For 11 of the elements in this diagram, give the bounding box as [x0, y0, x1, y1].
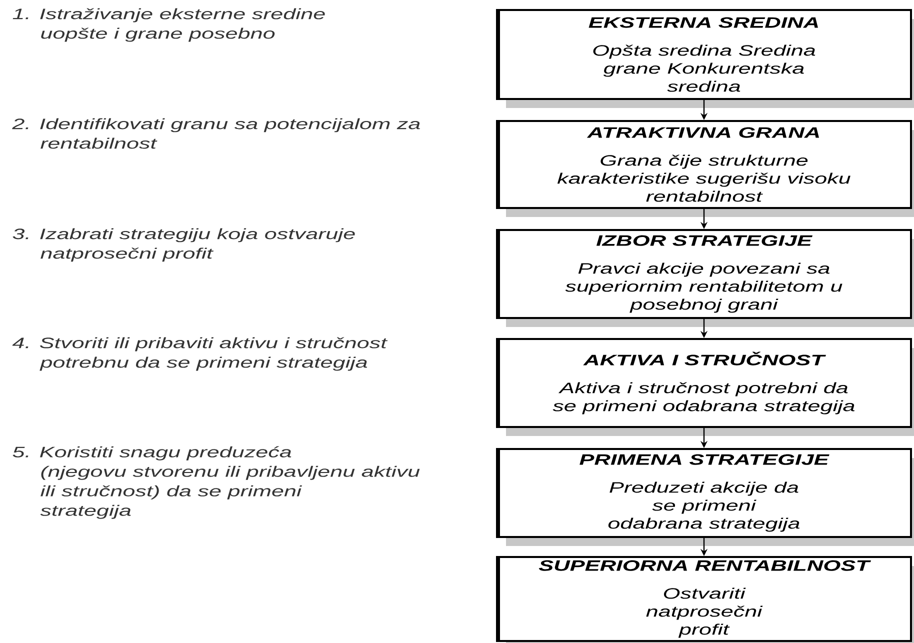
- process-box: PRIMENA STRATEGIJE Preduzeti akcije da se primeni odabrana strategija: [496, 448, 914, 546]
- process-box: IZBOR STRATEGIJE Pravci akcije povezani sa superiornim rentabilitetom u posebnoj grani: [496, 229, 914, 327]
- process-box: EKSTERNA SREDINA Opšta sredina Sredina grane Konkurentska sredina: [496, 9, 914, 108]
- step-note: 4. Stvoriti ili pribaviti aktivu i stručnost potrebnu da se primeni strategija: [12, 337, 388, 371]
- process-box: SUPERIORNA RENTABILNOST Ostvariti natprosečni profit: [496, 556, 914, 643]
- process-box: AKTIVA I STRUČNOST Aktiva i stručnost potrebni da se primeni odabrana strategija: [496, 338, 914, 436]
- step-note: 5. Koristiti snagu preduzeća (njegovu stvorenu ili pribavljenu aktivu ili stručnost) da se primeni strategija: [12, 446, 420, 519]
- step-note: 3. Izabrati strategiju koja ostvaruje natprosečni profit: [12, 228, 355, 262]
- step-note: 1. Istraživanje eksterne sredine uopšte i grane posebno: [12, 8, 325, 42]
- step-note: 2. Identifikovati granu sa potencijalom za rentabilnost: [12, 118, 420, 149]
- process-box: ATRAKTIVNA GRANA Grana čije strukturne karakteristike sugerišu visoku rentabilnost: [496, 120, 914, 217]
